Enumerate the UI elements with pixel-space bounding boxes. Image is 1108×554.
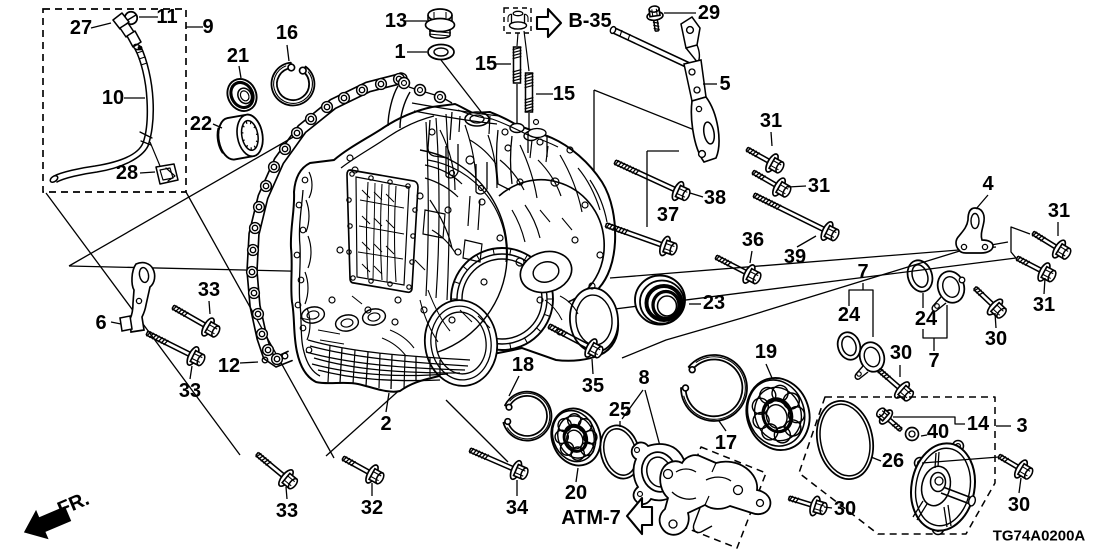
svg-text:7: 7 [857, 261, 868, 283]
svg-text:31: 31 [1048, 200, 1070, 222]
svg-text:31: 31 [1033, 294, 1055, 316]
svg-text:18: 18 [512, 354, 534, 376]
svg-text:40: 40 [927, 421, 949, 443]
svg-text:TG74A0200A: TG74A0200A [993, 528, 1086, 545]
svg-text:27: 27 [70, 17, 92, 39]
svg-text:22: 22 [190, 113, 212, 135]
svg-text:29: 29 [698, 2, 720, 24]
svg-text:12: 12 [218, 355, 240, 377]
svg-text:8: 8 [638, 367, 649, 389]
svg-text:33: 33 [198, 279, 220, 301]
svg-text:6: 6 [95, 312, 106, 334]
svg-text:21: 21 [227, 45, 249, 67]
svg-text:33: 33 [276, 500, 298, 522]
svg-text:2: 2 [380, 413, 391, 435]
svg-text:15: 15 [475, 53, 497, 75]
svg-text:10: 10 [102, 87, 124, 109]
svg-text:35: 35 [582, 375, 604, 397]
svg-text:32: 32 [361, 497, 383, 519]
svg-text:30: 30 [985, 328, 1007, 350]
svg-text:13: 13 [385, 10, 407, 32]
svg-text:26: 26 [882, 450, 904, 472]
svg-text:15: 15 [553, 83, 575, 105]
svg-text:19: 19 [755, 341, 777, 363]
svg-text:1: 1 [394, 41, 405, 63]
svg-text:5: 5 [719, 73, 730, 95]
svg-text:28: 28 [116, 162, 138, 184]
svg-text:24: 24 [915, 308, 938, 330]
svg-text:20: 20 [565, 482, 587, 504]
svg-text:39: 39 [784, 246, 806, 268]
svg-text:34: 34 [506, 497, 529, 519]
svg-text:37: 37 [657, 204, 679, 226]
svg-text:36: 36 [742, 229, 764, 251]
svg-text:3: 3 [1016, 415, 1027, 437]
svg-text:24: 24 [838, 304, 861, 326]
svg-text:4: 4 [982, 173, 994, 195]
svg-text:33: 33 [179, 380, 201, 402]
svg-text:30: 30 [890, 342, 912, 364]
svg-text:16: 16 [276, 22, 298, 44]
svg-text:9: 9 [202, 16, 213, 38]
svg-text:31: 31 [760, 110, 782, 132]
svg-text:30: 30 [834, 498, 856, 520]
svg-text:ATM-7: ATM-7 [561, 507, 621, 529]
svg-text:17: 17 [715, 432, 737, 454]
svg-text:B-35: B-35 [568, 10, 611, 32]
svg-text:31: 31 [808, 175, 830, 197]
svg-text:14: 14 [967, 413, 990, 435]
svg-text:25: 25 [609, 399, 631, 421]
svg-text:7: 7 [928, 350, 939, 372]
svg-text:30: 30 [1008, 494, 1030, 516]
svg-text:38: 38 [704, 187, 726, 209]
svg-text:11: 11 [156, 6, 177, 28]
svg-text:23: 23 [703, 292, 725, 314]
